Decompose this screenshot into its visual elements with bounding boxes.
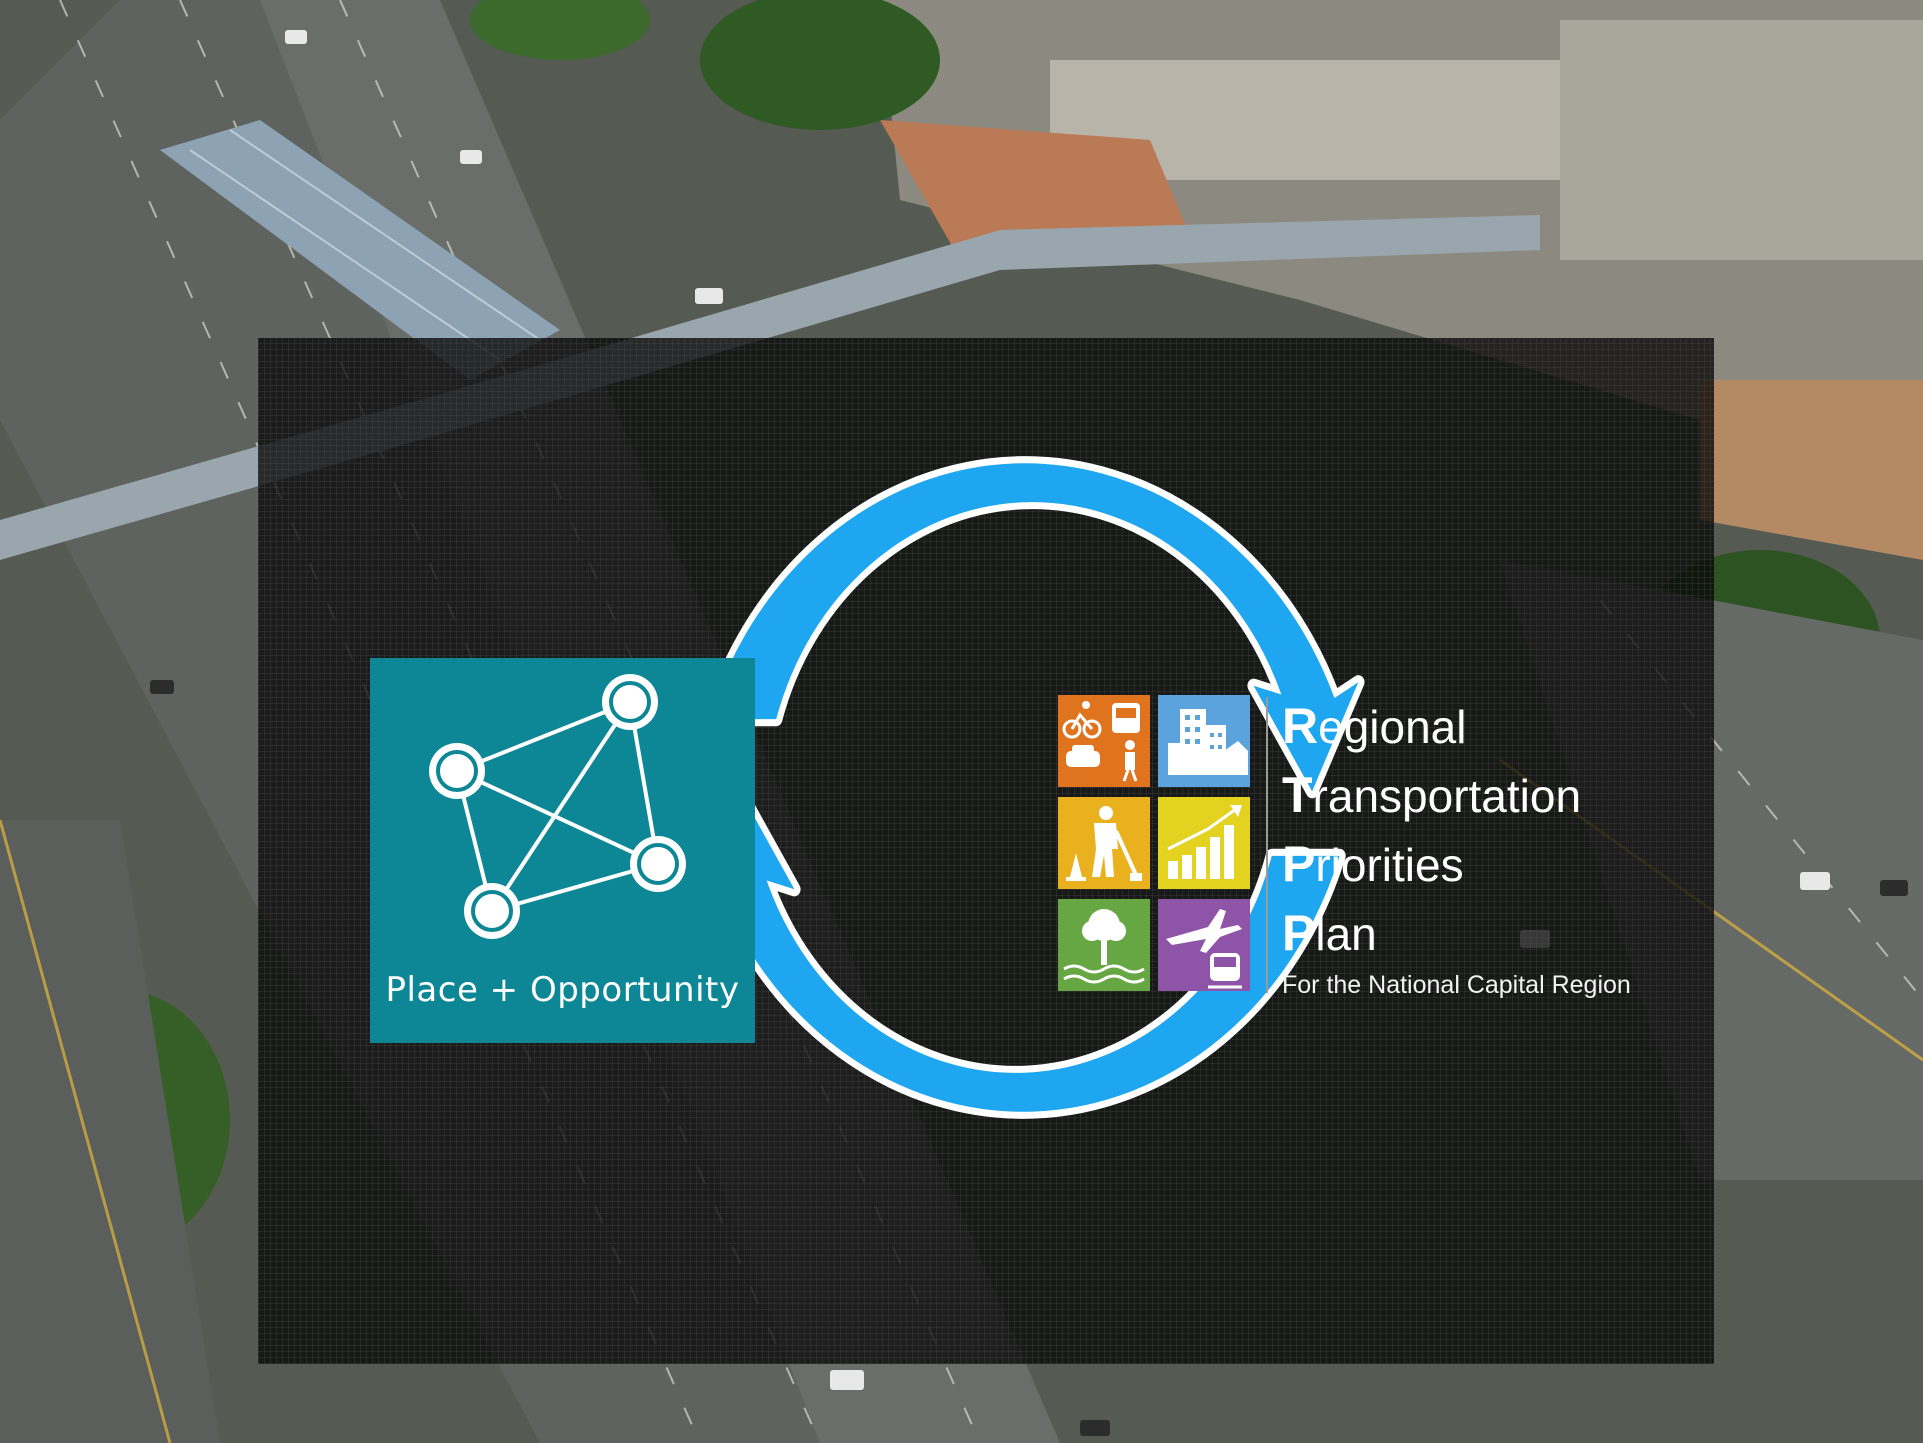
title-line-transportation: Transportation [1282, 761, 1702, 830]
title-rest: lan [1315, 908, 1377, 960]
place-opportunity-label: Place + Opportunity [385, 970, 740, 1010]
title-rest: ransportation [1312, 770, 1582, 822]
rtpp-subtitle: For the National Capital Region [1282, 971, 1631, 999]
title-line-priorities: Priorities [1282, 830, 1702, 899]
title-rest: riorities [1315, 839, 1464, 891]
airplane-train-icon [1158, 899, 1250, 991]
network-graph-icon [429, 674, 686, 939]
title-line-regional: Regional [1282, 692, 1702, 761]
title-initial: R [1282, 698, 1319, 754]
rtpp-icon-grid [1058, 695, 1251, 993]
title-line-plan: Plan [1282, 899, 1702, 968]
title-initial: P [1282, 836, 1316, 892]
bike-bus-car-pedestrian-icon [1058, 695, 1150, 787]
road-worker-icon [1058, 797, 1150, 889]
title-initial: P [1282, 905, 1316, 961]
title-rest: egional [1318, 701, 1467, 753]
tree-water-icon [1058, 899, 1150, 991]
rtpp-title-block: Regional Transportation Priorities Plan … [1282, 692, 1702, 1002]
city-buildings-icon [1158, 695, 1250, 787]
place-opportunity-logo: Place + Opportunity [370, 658, 755, 1043]
rtpp-divider [1266, 697, 1268, 993]
growth-bar-chart-icon [1158, 797, 1250, 889]
top-arrow [708, 463, 1358, 791]
title-initial: T [1282, 767, 1313, 823]
